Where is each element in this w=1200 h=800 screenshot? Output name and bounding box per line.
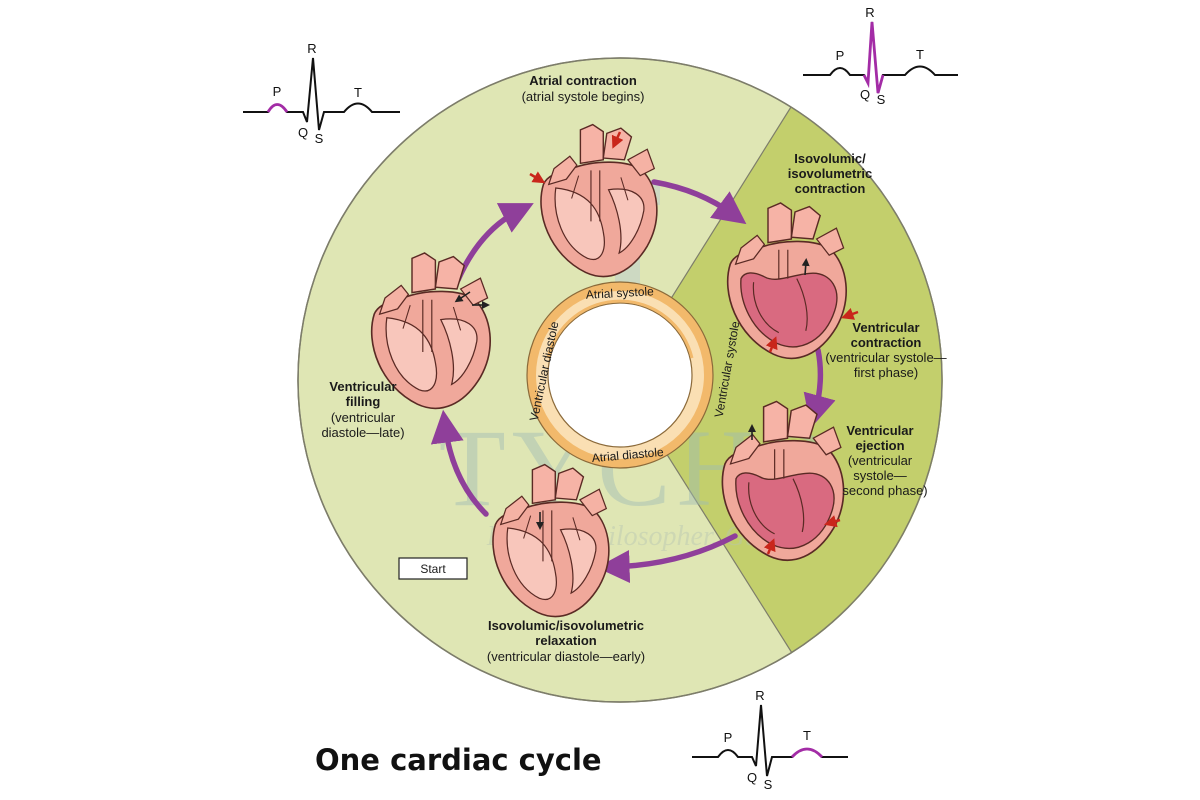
svg-text:Q: Q — [747, 770, 757, 785]
svg-text:P: P — [836, 48, 845, 63]
svg-text:Ventricular: Ventricular — [852, 320, 919, 335]
svg-text:Isovolumic/isovolumetric: Isovolumic/isovolumetric — [488, 618, 644, 633]
svg-text:S: S — [877, 92, 886, 107]
label-atrial-contraction: Atrial contraction (atrial systole begin… — [522, 73, 645, 104]
svg-text:filling: filling — [346, 394, 381, 409]
svg-text:contraction: contraction — [795, 181, 866, 196]
cycle-arrows — [430, 179, 836, 583]
ecg-top-left: P R Q S T — [243, 41, 400, 146]
svg-text:R: R — [307, 41, 316, 56]
ventricular-systole-sector — [620, 107, 943, 653]
svg-text:T: T — [916, 47, 924, 62]
ecg-top-right: P R Q S T — [803, 5, 958, 107]
svg-text:S: S — [764, 777, 773, 792]
svg-text:(atrial systole begins): (atrial systole begins) — [522, 89, 645, 104]
ecg-bottom: P R Q S T — [692, 688, 848, 792]
pressure-arrows — [529, 131, 859, 555]
svg-text:(ventricular: (ventricular — [331, 410, 396, 425]
svg-text:T: T — [803, 728, 811, 743]
svg-text:ejection: ejection — [855, 438, 904, 453]
svg-text:first phase): first phase) — [854, 365, 918, 380]
svg-text:P: P — [273, 84, 282, 99]
start-box: Start — [398, 557, 468, 580]
svg-text:systole—: systole— — [853, 468, 906, 483]
start-label: Start — [420, 562, 446, 576]
svg-text:contraction: contraction — [851, 335, 922, 350]
atrial-diastole-label: Atrial diastole — [591, 445, 664, 465]
svg-text:(ventricular: (ventricular — [848, 453, 913, 468]
label-isovolumic-relaxation: Isovolumic/isovolumetric relaxation (ven… — [487, 618, 645, 664]
svg-text:P: P — [724, 730, 733, 745]
svg-text:(ventricular diastole—early): (ventricular diastole—early) — [487, 649, 645, 664]
svg-text:(ventricular systole—: (ventricular systole— — [825, 350, 946, 365]
svg-text:Q: Q — [860, 87, 870, 102]
label-isovolumic-contraction: Isovolumic/ isovolumetric contraction — [788, 151, 873, 196]
svg-text:Q: Q — [298, 125, 308, 140]
label-ventricular-contraction: Ventricular contraction (ventricular sys… — [825, 320, 946, 380]
svg-text:relaxation: relaxation — [535, 633, 596, 648]
flow-arrows — [454, 258, 810, 530]
svg-text:Ventricular: Ventricular — [846, 423, 913, 438]
svg-text:S: S — [315, 131, 324, 146]
arrow-ejection-to-relaxation — [596, 533, 738, 583]
svg-text:Ventricular: Ventricular — [329, 379, 396, 394]
label-ventricular-filling: Ventricular filling (ventricular diastol… — [321, 379, 404, 440]
svg-text:T: T — [354, 85, 362, 100]
arrow-relaxation-to-filling — [430, 409, 489, 517]
svg-text:Isovolumic/: Isovolumic/ — [794, 151, 866, 166]
label-ventricular-ejection: Ventricular ejection (ventricular systol… — [842, 423, 927, 498]
arrow-contraction-to-ejection — [803, 347, 836, 428]
svg-text:Atrial contraction: Atrial contraction — [529, 73, 637, 88]
atrial-systole-label: Atrial systole — [585, 284, 654, 302]
svg-text:R: R — [755, 688, 764, 703]
arrow-atrial-to-isovolumic — [651, 179, 747, 225]
diagram-title: One cardiac cycle — [315, 743, 602, 777]
svg-text:second phase): second phase) — [842, 483, 927, 498]
svg-text:R: R — [865, 5, 874, 20]
svg-text:isovolumetric: isovolumetric — [788, 166, 873, 181]
svg-text:diastole—late): diastole—late) — [321, 425, 404, 440]
